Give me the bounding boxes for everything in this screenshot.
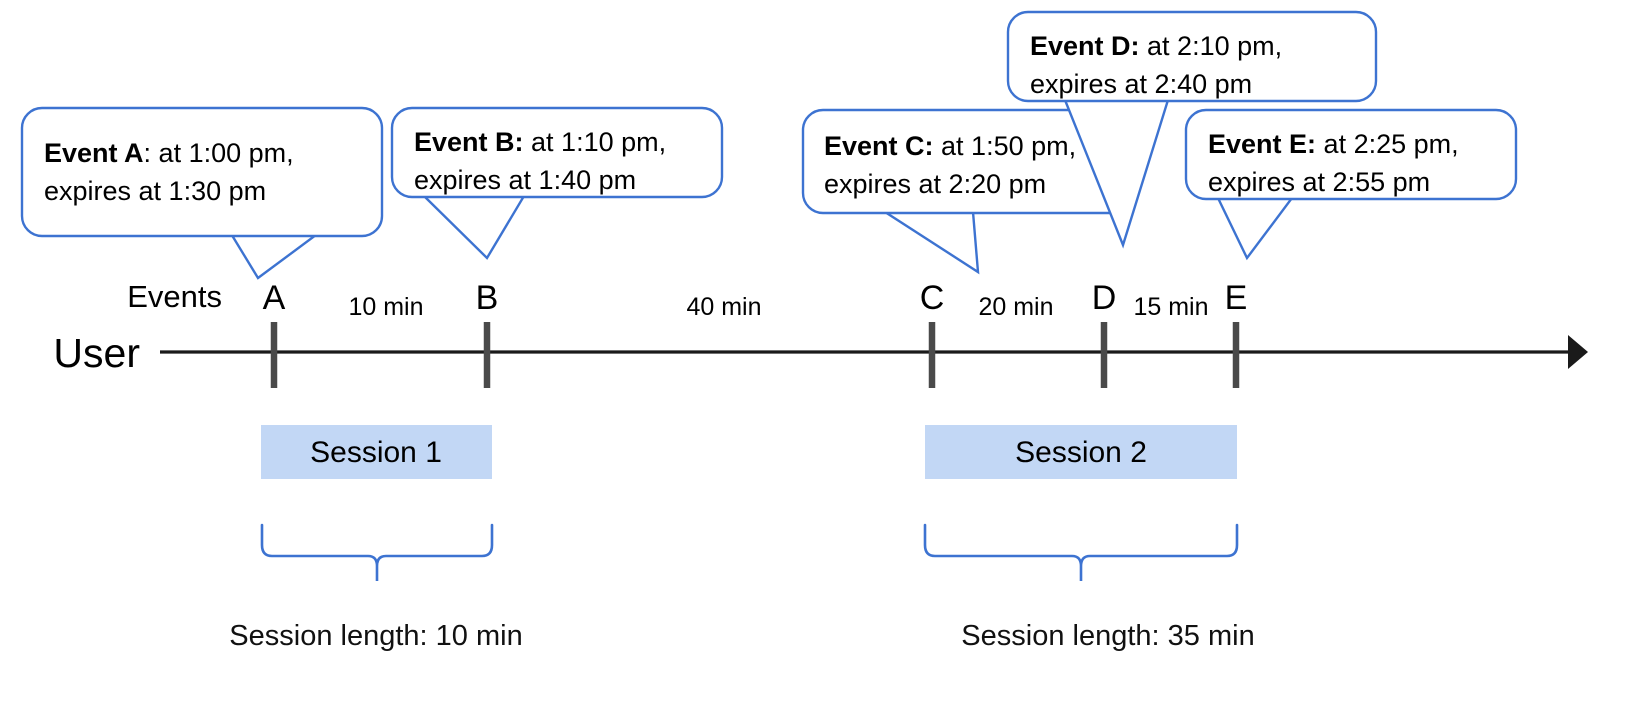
callout-box-b [390,106,724,199]
session-2-group[interactable]: Session 2 Session length: 35 min [923,425,1255,652]
timeline-arrow-icon [1568,335,1588,369]
callout-box-e [1184,108,1518,201]
event-label-c: C [920,279,945,317]
callout-event-e[interactable]: Event E: at 2:25 pm, expires at 2:55 pm [1184,108,1518,261]
event-tick-c[interactable]: C [920,279,945,388]
callout-line2-d: expires at 2:40 pm [1030,69,1252,99]
event-label-d: D [1092,279,1117,317]
callout-sep-d: : [1131,31,1140,61]
callout-box-a [20,106,384,238]
callout-text-d: Event D: at 2:10 pm, expires at 2:40 pm [1030,31,1290,99]
callout-tail-b [421,194,527,260]
session-length-2: Session length: 35 min [961,620,1254,652]
gap-label-c-d: 20 min [978,293,1053,321]
row-label-user: User [53,330,140,376]
gap-label-a-b: 10 min [348,293,423,321]
callout-line2-e: expires at 2:55 pm [1208,167,1430,197]
callout-line2-a: expires at 1:30 pm [44,176,266,206]
callout-line2-c: expires at 2:20 pm [824,169,1046,199]
event-tick-d[interactable]: D [1092,279,1117,388]
callout-tail-a [227,230,324,280]
callout-lead-d: Event D [1030,31,1131,61]
callout-tail-e [1216,196,1295,261]
session-length-1: Session length: 10 min [229,620,522,652]
callout-event-d[interactable]: Event D: at 2:10 pm, expires at 2:40 pm [1006,10,1378,249]
callout-lead-e: Event E [1208,129,1307,159]
session-brace-2 [923,523,1239,581]
callout-box-d [1006,10,1378,103]
callout-event-b[interactable]: Event B: at 1:10 pm, expires at 1:40 pm [390,106,724,260]
event-label-b: B [476,279,499,317]
callout-text-e: Event E: at 2:25 pm, expires at 2:55 pm [1208,129,1466,197]
row-label-events: Events [127,279,222,314]
callout-sep-e: : [1307,129,1316,159]
callout-line2-b: expires at 1:40 pm [414,165,636,195]
session-1-group[interactable]: Session 1 Session length: 10 min [229,425,523,652]
callout-line1-d: at 2:10 pm, [1140,31,1283,61]
session-brace-1 [260,523,494,581]
callout-lead-c: Event C [824,131,925,161]
callout-sep-c: : [925,131,934,161]
event-label-a: A [263,279,286,317]
callout-lead-a: Event A [44,138,144,168]
callout-line1-e: at 2:25 pm, [1316,129,1459,159]
event-label-e: E [1225,279,1248,317]
event-tick-a[interactable]: A [263,279,286,388]
callout-text-b: Event B: at 1:10 pm, expires at 1:40 pm [414,127,674,195]
event-tick-e[interactable]: E [1225,279,1248,388]
callout-line1-c: at 1:50 pm, [934,131,1077,161]
callout-text-c: Event C: at 1:50 pm, expires at 2:20 pm [824,131,1084,199]
callout-text-a: Event A: at 1:00 pm, expires at 1:30 pm [44,138,301,206]
callout-line1-a: at 1:00 pm, [151,138,294,168]
callout-sep-b: : [515,127,524,157]
callout-event-c[interactable]: Event C: at 1:50 pm, expires at 2:20 pm [801,108,1135,275]
callout-event-a[interactable]: Event A: at 1:00 pm, expires at 1:30 pm [20,106,384,280]
session-bar-2 [925,425,1237,479]
session-label-1: Session 1 [310,436,442,469]
callout-sep-a: : [144,138,152,168]
gap-label-d-e: 15 min [1133,293,1208,321]
callout-tail-c [880,210,980,275]
callout-lead-b: Event B [414,127,515,157]
event-tick-b[interactable]: B [476,279,499,388]
gap-label-b-c: 40 min [686,293,761,321]
callout-line1-b: at 1:10 pm, [524,127,667,157]
session-label-2: Session 2 [1015,436,1147,469]
session-bar-1 [261,425,492,479]
